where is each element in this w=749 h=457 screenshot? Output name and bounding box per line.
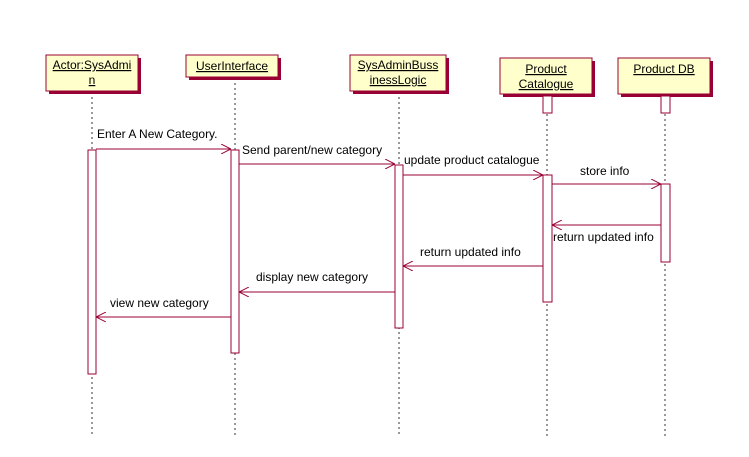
activation-db xyxy=(660,183,671,263)
activation-bars xyxy=(87,149,671,375)
message-label: view new category xyxy=(110,296,209,310)
object-title-catalogue-line2: Catalogue xyxy=(519,77,574,91)
object-title-catalogue-line1: Product xyxy=(525,62,567,76)
activation-logic xyxy=(394,164,404,329)
object-box-db xyxy=(617,57,711,95)
object-box-logic xyxy=(349,54,447,92)
message-update-catalogue: update product catalogue xyxy=(403,153,543,175)
activation-ui xyxy=(230,149,240,354)
object-catalogue[interactable]: Product Catalogue xyxy=(499,57,595,114)
message-label: update product catalogue xyxy=(404,153,540,167)
object-title-logic-line2: inessLogic xyxy=(370,73,427,87)
message-label: Enter A New Category. xyxy=(97,127,218,141)
activation-actor xyxy=(87,149,97,375)
object-logic[interactable]: SysAdminBuss inessLogic xyxy=(349,54,449,94)
object-db[interactable]: Product DB xyxy=(617,57,713,114)
message-view-category: view new category xyxy=(96,296,231,317)
message-store-info: store info xyxy=(552,164,661,184)
message-send-parent-category: Send parent/new category xyxy=(239,143,395,164)
message-label: store info xyxy=(580,164,630,178)
object-ui[interactable]: UserInterface xyxy=(185,54,281,80)
message-enter-category: Enter A New Category. xyxy=(96,127,231,149)
message-return-from-db: return updated info xyxy=(552,225,661,244)
object-title-ui: UserInterface xyxy=(196,59,268,73)
object-box-ui xyxy=(185,54,279,78)
object-title-db: Product DB xyxy=(633,62,694,76)
message-label: Send parent/new category xyxy=(242,143,382,157)
object-box-catalogue xyxy=(499,57,593,95)
message-return-from-catalogue: return updated info xyxy=(403,245,543,266)
db-creation-marker xyxy=(660,95,671,114)
messages: Enter A New Category. Send parent/new ca… xyxy=(96,127,661,317)
message-label: return updated info xyxy=(553,230,654,244)
object-actor[interactable]: Actor:SysAdmi n xyxy=(45,54,141,94)
message-label: return updated info xyxy=(420,245,521,259)
object-title-actor-line1: Actor:SysAdmi xyxy=(53,58,132,72)
object-box-actor xyxy=(45,54,139,92)
message-label: display new category xyxy=(256,270,368,284)
activation-catalogue xyxy=(542,174,553,303)
object-title-logic-line1: SysAdminBuss xyxy=(358,58,439,72)
message-display-category: display new category xyxy=(239,270,395,292)
object-title-actor-line2: n xyxy=(89,73,96,87)
catalogue-creation-marker xyxy=(542,95,553,114)
